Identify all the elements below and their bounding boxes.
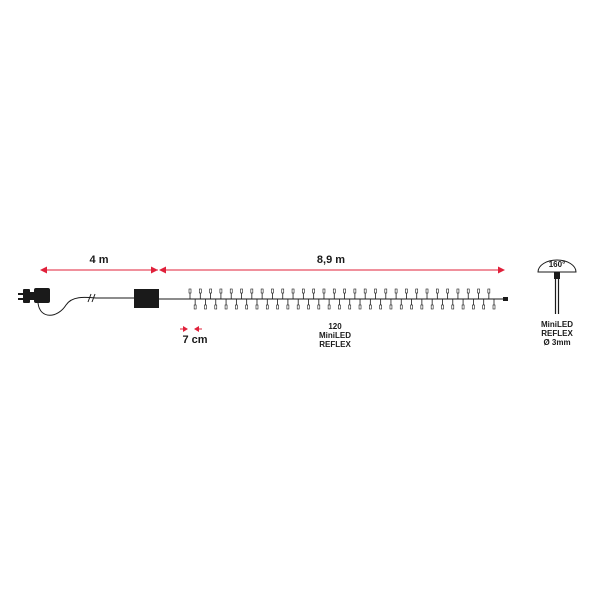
- led-bulb-icon: [537, 259, 577, 314]
- led-detail-line3: Ø 3mm: [543, 338, 571, 347]
- led: [482, 299, 485, 310]
- led: [456, 288, 460, 299]
- led: [394, 288, 398, 299]
- led: [276, 299, 279, 310]
- led: [271, 288, 274, 299]
- led: [229, 288, 233, 299]
- cable-length-label: 4 m: [89, 254, 109, 266]
- led: [343, 288, 346, 299]
- led: [286, 299, 290, 310]
- led: [446, 288, 449, 299]
- power-cable: [37, 296, 134, 316]
- led: [317, 299, 321, 310]
- chain-length-dimension: [159, 266, 505, 274]
- led: [363, 288, 367, 299]
- led: [369, 299, 372, 310]
- led: [399, 299, 403, 310]
- led: [415, 288, 419, 299]
- led: [451, 299, 455, 310]
- led: [250, 288, 254, 299]
- led: [420, 299, 424, 310]
- led: [441, 299, 444, 310]
- led: [204, 299, 207, 310]
- led: [214, 299, 218, 310]
- beam-angle-label: 160°: [548, 260, 566, 269]
- controller-box-icon: [134, 289, 159, 308]
- led: [338, 299, 341, 310]
- led: [307, 299, 310, 310]
- led-detail-line2: REFLEX: [541, 329, 573, 338]
- led-chain: [188, 288, 496, 310]
- led-count: 120: [328, 322, 342, 331]
- led: [374, 288, 377, 299]
- led: [327, 299, 331, 310]
- led: [379, 299, 382, 310]
- led: [224, 299, 228, 310]
- spacing-dimension: [180, 326, 202, 332]
- led: [240, 288, 243, 299]
- led: [466, 288, 470, 299]
- led: [188, 288, 192, 299]
- led: [410, 299, 413, 310]
- led: [322, 288, 326, 299]
- led: [405, 288, 408, 299]
- led: [472, 299, 475, 310]
- led: [245, 299, 248, 310]
- led: [199, 288, 202, 299]
- led: [332, 288, 336, 299]
- led: [296, 299, 300, 310]
- led: [461, 299, 465, 310]
- led-chain-label: 120 MiniLED REFLEX: [310, 322, 360, 349]
- led: [436, 288, 439, 299]
- chain-end-cap: [503, 297, 508, 301]
- led: [384, 288, 388, 299]
- led: [235, 299, 238, 310]
- led: [492, 299, 496, 310]
- led: [193, 299, 197, 310]
- plug-icon: [18, 288, 50, 303]
- cable-length-dimension: [40, 266, 158, 274]
- chain-length-label: 8,9 m: [316, 254, 346, 266]
- led-detail-label: MiniLED REFLEX Ø 3mm: [527, 320, 587, 347]
- led: [358, 299, 362, 310]
- led: [209, 288, 212, 299]
- spacing-label: 7 cm: [182, 334, 208, 346]
- cable-break-mark: [87, 293, 96, 303]
- led-detail-line1: MiniLED: [541, 320, 573, 329]
- led: [219, 288, 223, 299]
- led: [353, 288, 357, 299]
- led: [348, 299, 352, 310]
- led: [430, 299, 434, 310]
- led: [425, 288, 429, 299]
- led: [291, 288, 295, 299]
- led-type-line1: MiniLED: [319, 331, 351, 340]
- led: [260, 288, 264, 299]
- led: [312, 288, 315, 299]
- led: [487, 288, 491, 299]
- led: [477, 288, 480, 299]
- led: [302, 288, 305, 299]
- led: [281, 288, 285, 299]
- led: [255, 299, 259, 310]
- led-type-line2: REFLEX: [319, 340, 351, 349]
- led: [389, 299, 393, 310]
- led: [265, 299, 269, 310]
